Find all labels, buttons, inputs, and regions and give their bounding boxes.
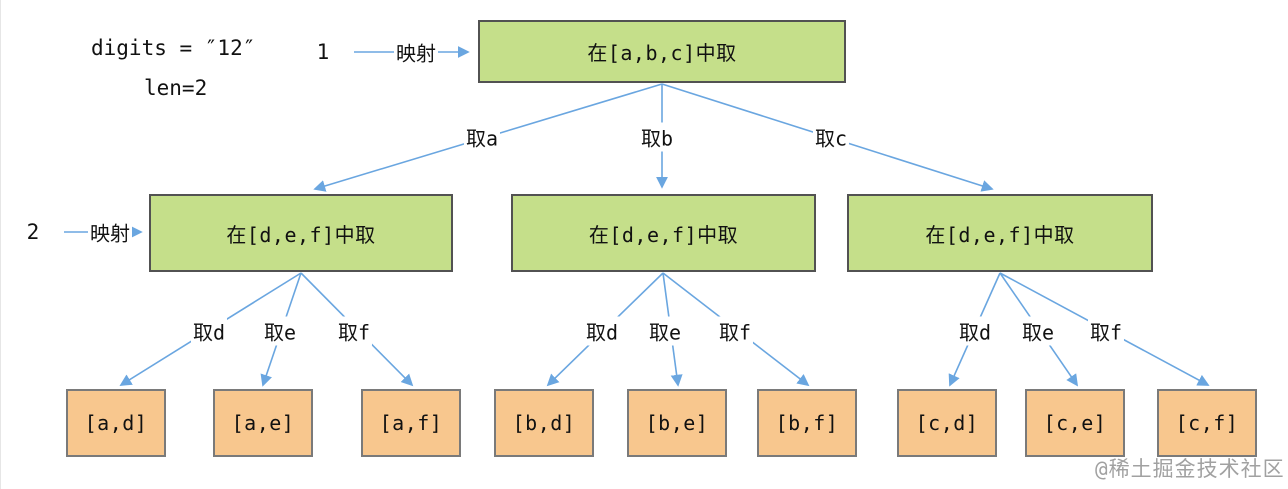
edge-label-take-b: 取b: [638, 122, 676, 152]
leaf-node-bf: [b,f]: [757, 389, 857, 457]
edge-label-b-take-d: 取d: [583, 316, 621, 346]
leaf-node-af: [a,f]: [361, 389, 461, 457]
leaf-node-ad: [a,d]: [66, 389, 166, 457]
level2-node-b: 在[d,e,f]中取: [511, 194, 816, 272]
edge-label-c-take-d: 取d: [956, 316, 994, 346]
root-node: 在[a,b,c]中取: [478, 20, 846, 83]
leaf-node-cf: [c,f]: [1157, 389, 1257, 457]
map-label-1: 映射: [394, 37, 438, 67]
leaf-node-ce: [c,e]: [1025, 389, 1125, 457]
leaf-node-bd: [b,d]: [494, 389, 594, 457]
edge-label-a-take-f: 取f: [335, 316, 373, 346]
edge-label-b-take-e: 取e: [646, 316, 684, 346]
digits-annotation: digits = ″12″: [91, 36, 256, 60]
map-digit-2: 2: [26, 220, 40, 244]
watermark: @稀土掘金技术社区: [1095, 457, 1285, 481]
leaf-node-ae: [a,e]: [213, 389, 313, 457]
leaf-node-cd: [c,d]: [897, 389, 997, 457]
map-digit-1: 1: [316, 40, 330, 64]
leaf-node-be: [b,e]: [627, 389, 727, 457]
edge-label-take-a: 取a: [463, 122, 501, 152]
level2-node-a: 在[d,e,f]中取: [149, 194, 453, 272]
level2-node-c: 在[d,e,f]中取: [847, 194, 1153, 272]
edge-label-c-take-e: 取e: [1019, 316, 1057, 346]
map-label-2: 映射: [88, 217, 132, 247]
edge-label-take-c: 取c: [812, 122, 850, 152]
len-annotation: len=2: [144, 76, 208, 100]
edge-label-a-take-d: 取d: [190, 316, 228, 346]
edge-label-c-take-f: 取f: [1087, 316, 1125, 346]
edge-label-b-take-f: 取f: [716, 316, 754, 346]
edge-label-a-take-e: 取e: [261, 316, 299, 346]
